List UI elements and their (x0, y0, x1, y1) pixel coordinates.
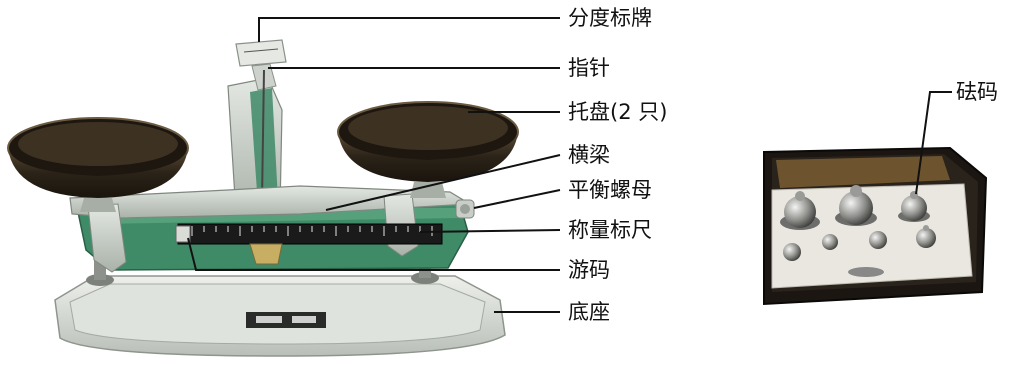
center-column (227, 39, 287, 215)
weights (780, 185, 936, 261)
leader-weights (915, 91, 952, 195)
rider-shape (249, 243, 283, 265)
label-rider: 游码 (568, 258, 610, 282)
right-pan (337, 101, 519, 198)
label-beam: 横梁 (568, 143, 610, 167)
leader-lines (187, 17, 952, 313)
scale-ruler (175, 223, 443, 245)
label-balance-nut: 平衡螺母 (568, 178, 652, 202)
weight-box (763, 146, 988, 306)
base-shape (54, 275, 506, 357)
leader-beam (325, 154, 561, 211)
label-scale-ruler: 称量标尺 (568, 218, 652, 242)
balance (7, 39, 519, 357)
label-pans: 托盘(2 只) (568, 100, 668, 124)
left-pan (7, 117, 189, 212)
label-weights: 砝码 (956, 80, 998, 104)
leader-rider (187, 237, 560, 271)
leader-balance-nut (473, 189, 561, 209)
label-pointer: 指针 (568, 56, 610, 80)
leader-index-plate (258, 17, 560, 42)
label-index-plate: 分度标牌 (568, 6, 652, 30)
leader-scale-ruler (419, 229, 561, 233)
balance-nut-shape (455, 199, 475, 219)
label-base: 底座 (568, 300, 610, 324)
